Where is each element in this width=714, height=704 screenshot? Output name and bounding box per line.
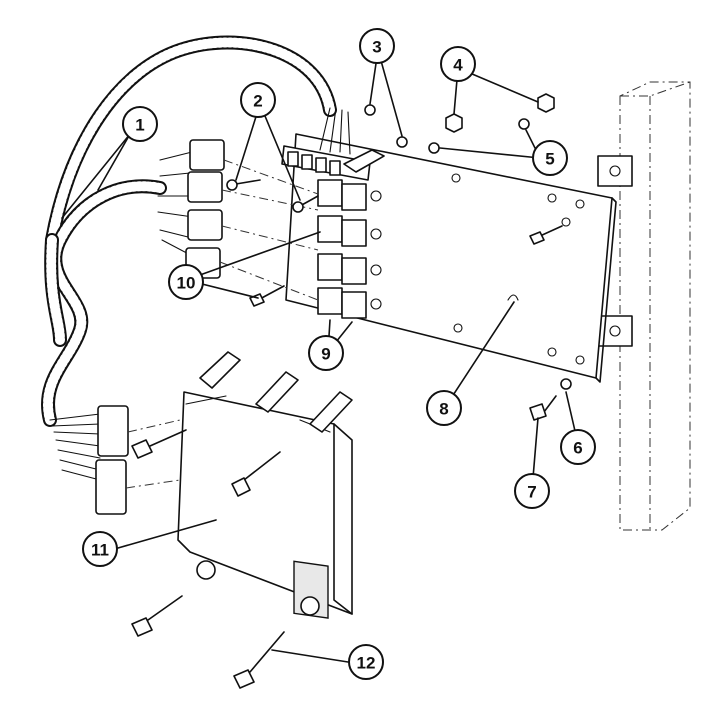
wiring-harness (41, 35, 351, 481)
callout-1: 1 (122, 106, 158, 142)
ecm-module (177, 351, 353, 619)
callout-label: 1 (135, 116, 144, 135)
ecm-connectors (95, 405, 181, 515)
fasteners (131, 93, 572, 689)
callout-12: 12 (348, 644, 384, 680)
callout-7: 7 (514, 473, 550, 509)
mounting-post (597, 81, 691, 531)
callout-11: 11 (82, 531, 118, 567)
callout-2: 2 (240, 82, 276, 118)
callout-label: 10 (177, 274, 196, 293)
callout-label: 3 (372, 38, 381, 57)
callout-label: 12 (357, 654, 376, 673)
mounting-plate (285, 133, 617, 383)
callout-label: 2 (253, 92, 262, 111)
callout-5: 5 (532, 140, 568, 176)
callout-label: 4 (453, 56, 463, 75)
callout-10: 10 (168, 264, 204, 300)
callout-label: 9 (321, 345, 330, 364)
callout-6: 6 (560, 429, 596, 465)
callout-label: 8 (439, 400, 448, 419)
callout-8: 8 (426, 390, 462, 426)
callout-9: 9 (308, 335, 344, 371)
callout-label: 5 (545, 150, 554, 169)
callout-label: 6 (573, 439, 582, 458)
callout-label: 11 (91, 541, 109, 560)
callout-4: 4 (440, 46, 476, 82)
callout-3: 3 (359, 28, 395, 64)
callout-label: 7 (527, 483, 536, 502)
